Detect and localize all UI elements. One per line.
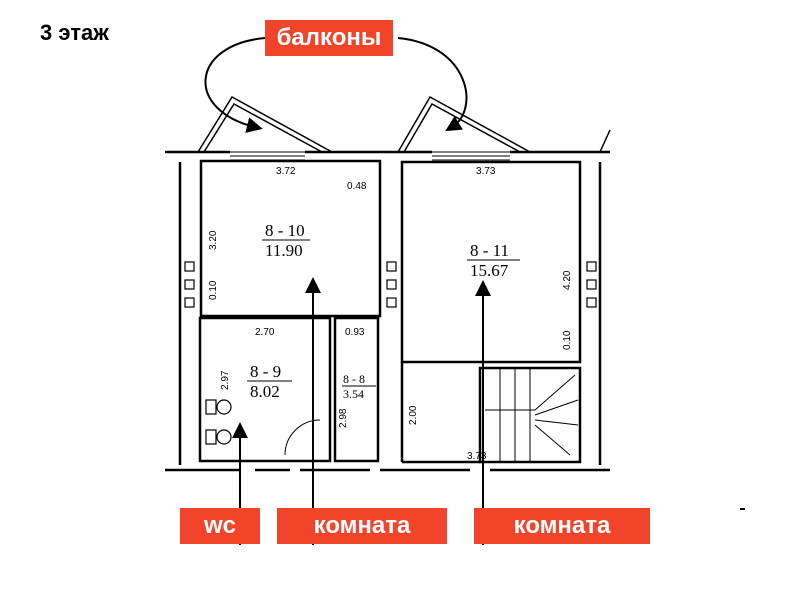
dim-048: 0.48 <box>347 181 367 192</box>
floor-title: 3 этаж <box>40 20 109 45</box>
room-label-1: комната <box>277 508 447 544</box>
dim-420: 4.20 <box>562 270 573 290</box>
room-8-8-id: 8 - 8 <box>343 372 365 386</box>
dim-093: 0.93 <box>345 327 365 338</box>
balconies-label: балконы <box>265 20 393 56</box>
dim-298: 2.98 <box>338 408 349 428</box>
dim-373: 3.73 <box>476 166 496 177</box>
dim-373b: 3.73 <box>467 451 487 462</box>
dim-297: 2.97 <box>220 370 231 390</box>
room-8-11-area: 15.67 <box>470 261 509 280</box>
room-8-8-area: 3.54 <box>343 387 364 401</box>
door-swing <box>284 419 321 456</box>
room-8-9-area: 8.02 <box>250 382 280 401</box>
walls <box>165 150 610 472</box>
vents <box>184 261 597 308</box>
fixtures <box>205 399 232 445</box>
balconies <box>197 95 611 153</box>
dim-320: 3.20 <box>208 230 219 250</box>
dim-200: 2.00 <box>408 405 419 425</box>
room-label-2: комната <box>474 508 650 544</box>
curved-arrows <box>204 37 468 133</box>
room-8-10-area: 11.90 <box>265 241 303 260</box>
pointer-arrows <box>232 277 491 545</box>
dim-270: 2.70 <box>255 327 275 338</box>
dim-010b: 0.10 <box>562 330 573 350</box>
room-8-9-id: 8 - 9 <box>250 362 281 381</box>
windows <box>230 151 510 161</box>
room-8-10-id: 8 - 10 <box>265 221 305 240</box>
room-8-11-id: 8 - 11 <box>470 241 509 260</box>
dim-372: 3.72 <box>276 166 296 177</box>
dim-010a: 0.10 <box>208 280 219 300</box>
wc-label: wc <box>180 508 260 544</box>
stairs <box>485 368 579 462</box>
